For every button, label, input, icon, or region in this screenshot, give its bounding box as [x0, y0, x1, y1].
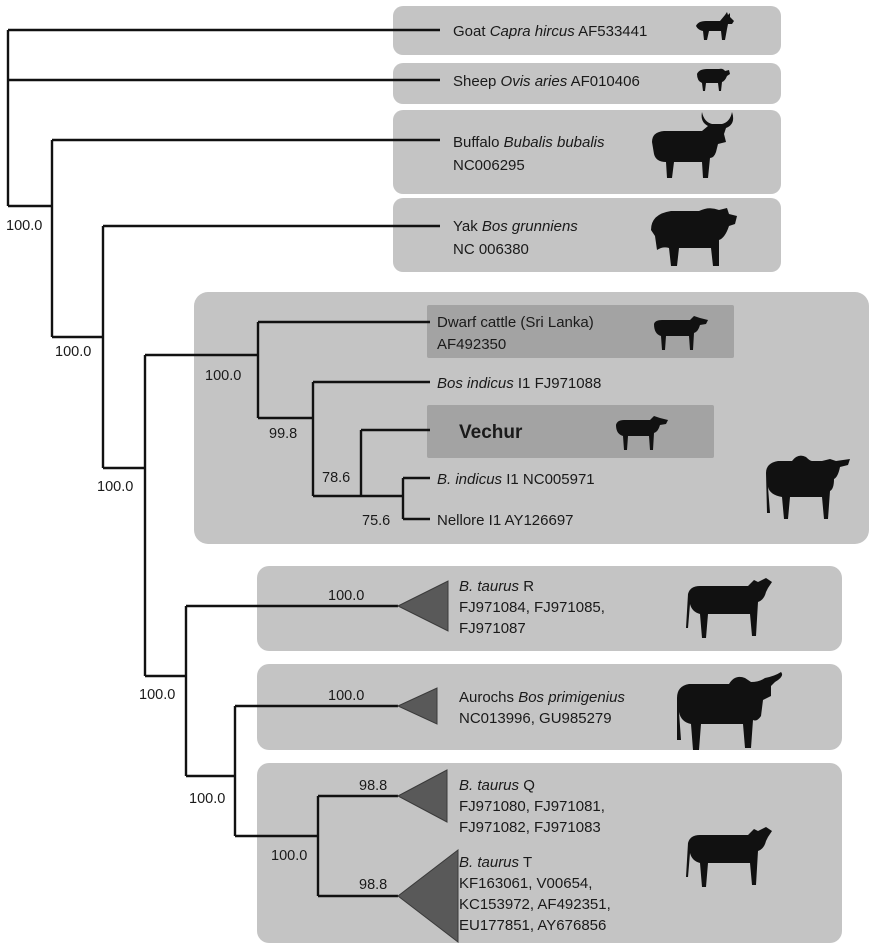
- buffalo-silhouette-icon: [652, 112, 734, 178]
- taurine-cow-silhouette-icon-1: [686, 578, 772, 638]
- branch-root: [6, 28, 440, 206]
- label-aurochs-acc: NC013996, GU985279: [459, 710, 612, 727]
- label-taurus-t-acc3: EU177851, AY676856: [459, 917, 606, 934]
- bootstrap-taurus-r: 100.0: [328, 588, 364, 604]
- aurochs-collapsed-triangle: [396, 687, 438, 725]
- branch-vechur-clade: [359, 428, 430, 498]
- bootstrap-bovini: 100.0: [55, 344, 91, 360]
- taurus-t-collapsed-triangle: [397, 848, 459, 944]
- branch-taurus-r: [145, 604, 398, 776]
- aurochs-silhouette-icon: [677, 672, 783, 750]
- tree-branches: [6, 28, 440, 898]
- label-taurus-t: B. taurus T: [459, 854, 532, 871]
- label-taurus-q: B. taurus Q: [459, 777, 535, 794]
- label-dwarf-cattle-acc: AF492350: [437, 336, 506, 353]
- bootstrap-taurus-t: 98.8: [359, 877, 387, 893]
- branch-indicus-inner: [311, 380, 430, 498]
- bootstrap-root: 100.0: [6, 218, 42, 234]
- branch-indicus-taurus: [103, 353, 258, 676]
- label-goat: Goat Capra hircus AF533441: [453, 23, 647, 40]
- label-taurus-r-acc1: FJ971084, FJ971085,: [459, 599, 605, 616]
- label-taurus-t-acc2: KC153972, AF492351,: [459, 896, 611, 913]
- label-yak: Yak Bos grunniens: [453, 218, 578, 235]
- label-yak-acc: NC 006380: [453, 241, 529, 258]
- label-buffalo-acc: NC006295: [453, 157, 525, 174]
- bootstrap-taurus-aurochs: 100.0: [139, 687, 175, 703]
- vechur-highlight-box: [427, 405, 714, 458]
- label-buffalo: Buffalo Bubalis bubalis: [453, 134, 605, 151]
- branch-bos: [52, 224, 440, 468]
- taxon-labels: Goat Capra hircus AF533441 Sheep Ovis ar…: [437, 23, 647, 934]
- vechur-cow-silhouette-icon: [616, 416, 668, 450]
- taurus-q-collapsed-triangle: [396, 769, 448, 823]
- bootstrap-aurochs: 100.0: [328, 688, 364, 704]
- bootstrap-q-t: 100.0: [271, 848, 307, 864]
- bootstrap-indicus-inner: 99.8: [269, 426, 297, 442]
- taurine-cow-silhouette-icon-2: [686, 827, 772, 887]
- bootstrap-taurus-q: 98.8: [359, 778, 387, 794]
- goat-box: [393, 6, 781, 55]
- dwarf-cattle-highlight-box: [427, 305, 734, 358]
- bootstrap-bos: 100.0: [97, 479, 133, 495]
- dwarf-cattle-silhouette-icon: [654, 316, 708, 350]
- label-taurus-r-acc2: FJ971087: [459, 620, 526, 637]
- branch-nellore-clade: [401, 476, 430, 521]
- label-sheep: Sheep Ovis aries AF010406: [453, 73, 640, 90]
- label-taurus-q-acc1: FJ971080, FJ971081,: [459, 798, 605, 815]
- label-bos-indicus: Bos indicus I1 FJ971088: [437, 375, 601, 392]
- branch-aurochs: [186, 704, 398, 836]
- label-vechur: Vechur: [459, 422, 523, 443]
- label-nellore: Nellore I1 AY126697: [437, 512, 574, 529]
- label-taurus-t-acc1: KF163061, V00654,: [459, 875, 592, 892]
- label-taurus-q-acc2: FJ971082, FJ971083: [459, 819, 601, 836]
- taurus-r-collapsed-triangle: [396, 580, 449, 632]
- branch-bovini: [8, 138, 440, 337]
- label-taurus-r: B. taurus R: [459, 578, 534, 595]
- bootstrap-nellore-clade: 75.6: [362, 513, 390, 529]
- goat-silhouette-icon: [696, 12, 734, 40]
- sheep-box: [393, 63, 781, 104]
- bootstrap-vechur-clade: 78.6: [322, 470, 350, 486]
- zebu-silhouette-icon: [766, 455, 850, 519]
- bootstrap-indicus: 100.0: [205, 368, 241, 384]
- bootstrap-values: 100.0 100.0 100.0 100.0 99.8 78.6 75.6 1…: [6, 218, 390, 893]
- branch-indicus: [256, 320, 430, 420]
- buffalo-box: [393, 110, 781, 194]
- label-aurochs: Aurochs Bos primigenius: [459, 689, 625, 706]
- yak-silhouette-icon: [651, 208, 737, 266]
- sheep-silhouette-icon: [697, 68, 730, 91]
- branch-q-t: [235, 794, 398, 898]
- bootstrap-aurochs-q-t: 100.0: [189, 791, 225, 807]
- label-b-indicus: B. indicus I1 NC005971: [437, 471, 595, 488]
- label-dwarf-cattle: Dwarf cattle (Sri Lanka): [437, 314, 594, 331]
